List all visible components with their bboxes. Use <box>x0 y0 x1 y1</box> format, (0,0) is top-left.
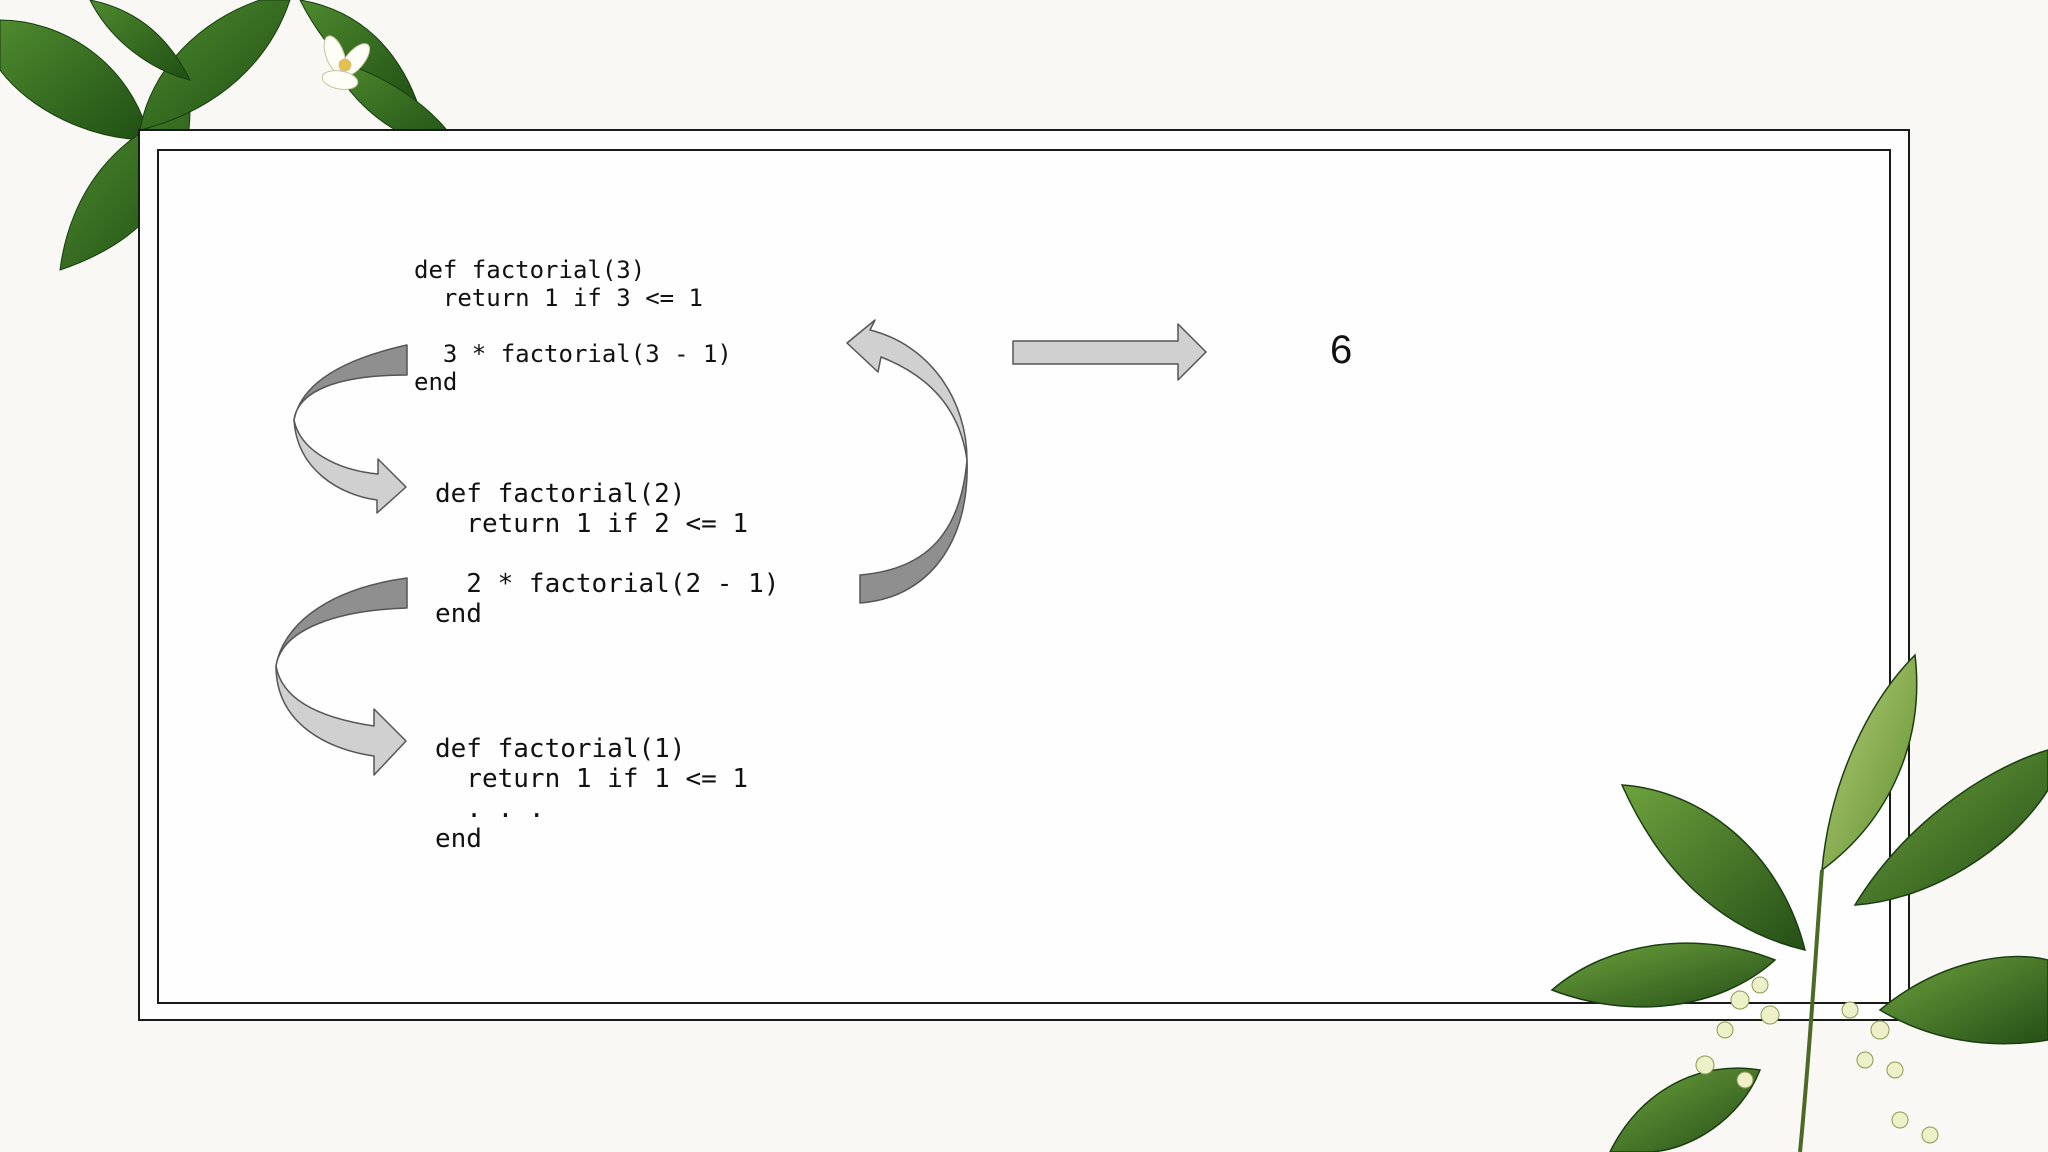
slide-outer-frame <box>138 129 1910 1021</box>
slide-inner-frame <box>157 149 1891 1004</box>
code-block-factorial-2: def factorial(2) return 1 if 2 <= 1 2 * … <box>435 479 780 629</box>
code-block-factorial-3: def factorial(3) return 1 if 3 <= 1 3 * … <box>414 256 732 396</box>
return-arrow <box>846 319 968 604</box>
blossom-cluster-icon <box>1695 976 1939 1144</box>
result-arrow <box>1012 323 1207 381</box>
flower-icon <box>321 35 371 90</box>
code-block-factorial-1: def factorial(1) return 1 if 1 <= 1 . . … <box>435 734 749 854</box>
result-value: 6 <box>1330 328 1353 372</box>
recursive-call-arrow-2 <box>275 577 408 776</box>
recursive-call-arrow-1 <box>293 344 408 514</box>
